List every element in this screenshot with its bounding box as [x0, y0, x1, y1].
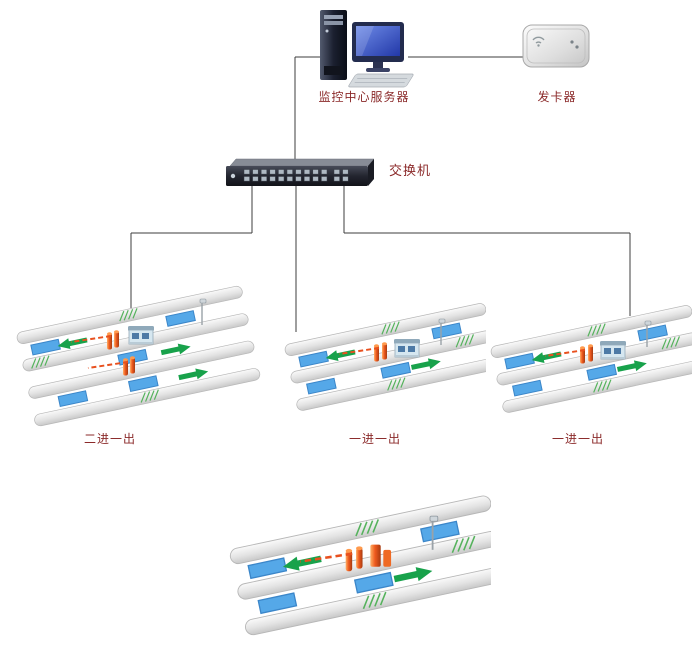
toll-machine-small — [383, 549, 392, 567]
toll-machine — [370, 544, 381, 567]
card-issuer-node — [522, 24, 590, 68]
led-dot — [575, 45, 579, 49]
switch-device — [226, 158, 374, 186]
antenna-icon — [532, 36, 545, 47]
card-issuer-label: 发卡器 — [537, 90, 577, 104]
keyboard-icon — [348, 73, 414, 88]
switch-led — [230, 173, 236, 179]
monitor-icon — [352, 22, 404, 72]
lane-illustration-middle — [281, 299, 486, 419]
lane-right-label: 一进一出 — [551, 432, 604, 446]
lane-illustration-right — [487, 301, 692, 421]
led-dot — [570, 40, 574, 44]
lane-middle-label: 一进一出 — [348, 432, 401, 446]
server-node — [320, 10, 414, 88]
lane-illustration-left — [12, 283, 262, 433]
lane-left-label: 二进一出 — [83, 432, 136, 446]
server-label: 监控中心服务器 — [318, 90, 410, 104]
computer-tower-icon — [320, 10, 347, 80]
switch-label: 交换机 — [388, 164, 431, 179]
lane-illustration-bottom — [225, 490, 491, 646]
